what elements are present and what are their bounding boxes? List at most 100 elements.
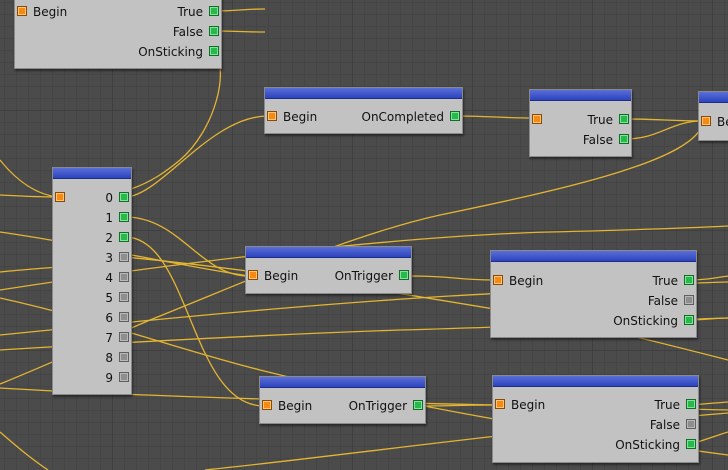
port-label: OnSticking: [613, 314, 678, 328]
output-false[interactable]: False: [173, 22, 219, 42]
output-port-icon[interactable]: [119, 212, 129, 222]
condition-node[interactable]: True False: [529, 89, 632, 157]
output-true[interactable]: True: [588, 110, 629, 130]
output-port-icon[interactable]: [619, 134, 629, 144]
node-header[interactable]: [260, 377, 425, 388]
wire: [410, 275, 495, 281]
port-label: False: [172, 25, 203, 39]
exec-port-icon[interactable]: [55, 192, 65, 202]
output-port-icon[interactable]: [119, 332, 129, 342]
port-label: Be: [717, 115, 728, 129]
output-3[interactable]: 3: [105, 248, 129, 268]
output-oncompleted[interactable]: OnCompleted: [361, 107, 460, 127]
input-begin[interactable]: Be: [701, 112, 728, 132]
output-ontrigger[interactable]: OnTrigger: [335, 266, 409, 286]
port-label: True: [652, 274, 679, 288]
sticky-node-a[interactable]: Begin True False OnSticking: [490, 250, 697, 338]
trigger-node-a[interactable]: Begin OnTrigger: [245, 246, 412, 294]
output-port-icon[interactable]: [686, 439, 696, 449]
output-port-icon[interactable]: [619, 114, 629, 124]
exec-port-icon[interactable]: [17, 6, 27, 16]
output-true[interactable]: True: [655, 395, 696, 415]
input-begin[interactable]: Begin: [267, 107, 317, 127]
output-port-icon[interactable]: [119, 372, 129, 382]
wire: [124, 115, 269, 198]
input-begin[interactable]: Begin: [248, 266, 298, 286]
output-false[interactable]: False: [650, 415, 696, 435]
port-label: OnSticking: [138, 45, 203, 59]
output-8[interactable]: 8: [105, 348, 129, 368]
exec-port-icon[interactable]: [262, 400, 272, 410]
output-port-icon[interactable]: [209, 46, 219, 56]
port-label: 5: [105, 291, 113, 305]
input-begin[interactable]: Begin: [262, 396, 312, 416]
output-onsticking[interactable]: OnSticking: [613, 311, 694, 331]
output-2[interactable]: 2: [105, 228, 129, 248]
input-exec[interactable]: [55, 188, 71, 208]
output-false[interactable]: False: [648, 291, 694, 311]
output-port-icon[interactable]: [399, 270, 409, 280]
output-ontrigger[interactable]: OnTrigger: [349, 396, 423, 416]
output-port-icon[interactable]: [684, 315, 694, 325]
output-true[interactable]: True: [178, 2, 219, 22]
output-port-icon[interactable]: [450, 111, 460, 121]
port-label: False: [647, 294, 678, 308]
node-header[interactable]: [53, 168, 131, 179]
node-header[interactable]: [493, 376, 698, 387]
exec-port-icon[interactable]: [248, 270, 258, 280]
port-label: Begin: [264, 269, 299, 283]
input-begin[interactable]: Begin: [495, 395, 545, 415]
node-header[interactable]: [530, 90, 631, 101]
output-false[interactable]: False: [583, 130, 629, 150]
top-left-node[interactable]: Begin True False OnSticking: [14, 0, 222, 69]
output-port-icon[interactable]: [684, 295, 694, 305]
output-port-icon[interactable]: [413, 400, 423, 410]
completed-node[interactable]: Begin OnCompleted: [264, 87, 463, 134]
exec-port-icon[interactable]: [532, 114, 542, 124]
output-port-icon[interactable]: [119, 272, 129, 282]
input-begin[interactable]: Begin: [493, 271, 543, 291]
output-1[interactable]: 1: [105, 208, 129, 228]
exec-port-icon[interactable]: [701, 116, 711, 126]
exec-port-icon[interactable]: [493, 275, 503, 285]
output-port-icon[interactable]: [119, 192, 129, 202]
output-7[interactable]: 7: [105, 328, 129, 348]
output-6[interactable]: 6: [105, 308, 129, 328]
node-header[interactable]: [246, 247, 411, 258]
node-header[interactable]: [491, 251, 696, 262]
port-label: Begin: [283, 110, 318, 124]
output-onsticking[interactable]: OnSticking: [615, 435, 696, 455]
output-port-icon[interactable]: [119, 232, 129, 242]
input-begin[interactable]: Begin: [17, 2, 67, 22]
output-port-icon[interactable]: [119, 252, 129, 262]
output-9[interactable]: 9: [105, 368, 129, 388]
output-port-icon[interactable]: [119, 312, 129, 322]
edge-right-node[interactable]: Be: [698, 91, 728, 141]
wire: [455, 115, 534, 119]
output-5[interactable]: 5: [105, 288, 129, 308]
output-port-icon[interactable]: [209, 6, 219, 16]
node-header[interactable]: [699, 92, 728, 103]
input-exec[interactable]: [532, 110, 548, 130]
output-4[interactable]: 4: [105, 268, 129, 288]
exec-port-icon[interactable]: [267, 111, 277, 121]
exec-port-icon[interactable]: [495, 399, 505, 409]
output-0[interactable]: 0: [105, 188, 129, 208]
trigger-node-b[interactable]: Begin OnTrigger: [259, 376, 426, 424]
wire: [124, 216, 250, 277]
sticky-node-b[interactable]: Begin True False OnSticking: [492, 375, 699, 463]
switch-node[interactable]: 0 1 2 3 4 5 6 7 8 9: [52, 167, 132, 395]
output-port-icon[interactable]: [684, 275, 694, 285]
port-label: Begin: [511, 398, 546, 412]
output-port-icon[interactable]: [119, 352, 129, 362]
output-onsticking[interactable]: OnSticking: [138, 42, 219, 62]
output-port-icon[interactable]: [686, 399, 696, 409]
output-port-icon[interactable]: [686, 419, 696, 429]
node-header[interactable]: [265, 88, 462, 99]
port-label: OnCompleted: [361, 110, 445, 124]
output-port-icon[interactable]: [209, 26, 219, 36]
port-label: False: [649, 418, 680, 432]
output-true[interactable]: True: [652, 271, 694, 291]
port-label: 6: [105, 311, 113, 325]
output-port-icon[interactable]: [119, 292, 129, 302]
